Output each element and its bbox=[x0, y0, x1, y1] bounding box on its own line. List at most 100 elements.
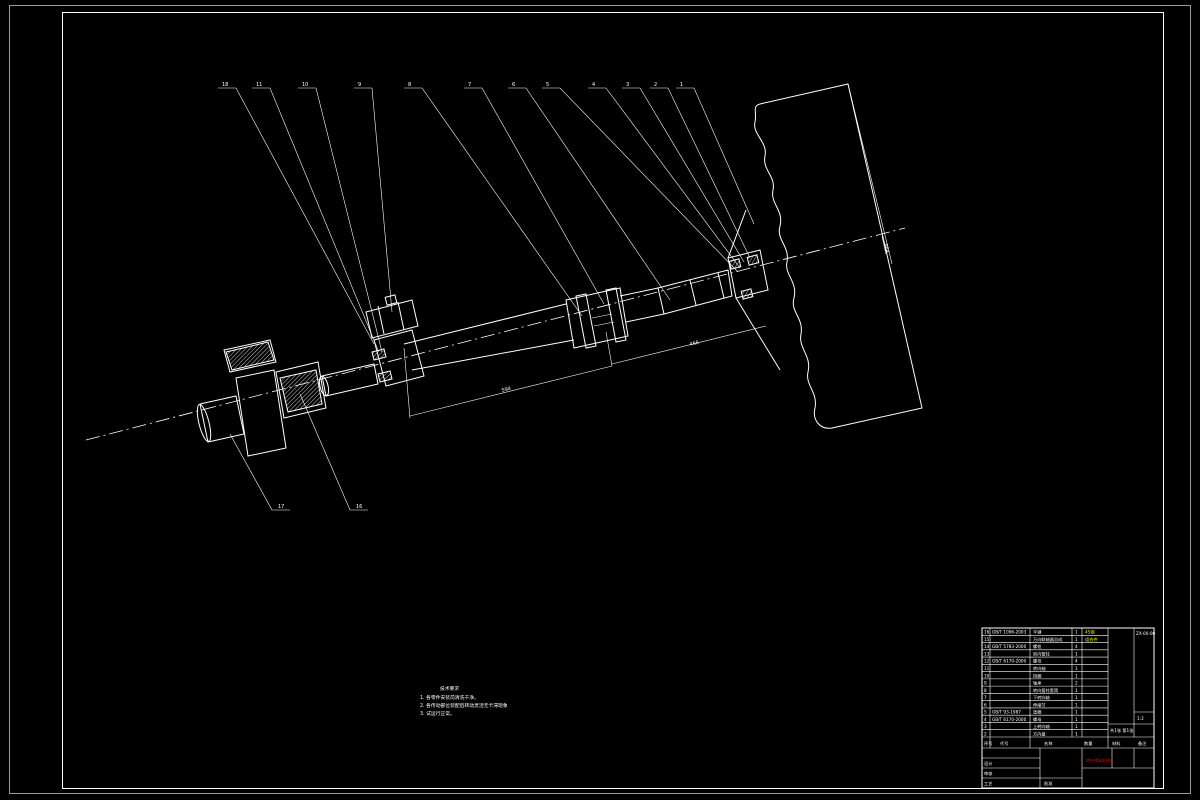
bom-cell-qty: 1 bbox=[1075, 710, 1078, 715]
header-col-4: 材料 bbox=[1112, 740, 1121, 747]
sign-row-3: 批准 bbox=[1044, 780, 1052, 787]
bom-cell-name: 转向管柱 bbox=[1033, 650, 1051, 657]
bom-cell-name: 伸缩节 bbox=[1033, 701, 1046, 708]
bom-cell-no: 5 bbox=[984, 710, 987, 715]
dim-label-1: 466 bbox=[689, 340, 700, 348]
note-1: 1. 各零件安装前清洗干净。 bbox=[420, 694, 479, 701]
bom-cell-no: 3 bbox=[984, 724, 987, 729]
bom-cell-no: 10 bbox=[984, 673, 990, 678]
bom-cell-qty: 1 bbox=[1075, 630, 1078, 635]
bom-cell-no: 9 bbox=[984, 681, 987, 686]
bom-cell-qty: 4 bbox=[1075, 644, 1078, 649]
dim-label-2: 984 bbox=[882, 243, 890, 254]
bom-cell-no: 8 bbox=[984, 688, 987, 693]
bom-cell-name: 平键 bbox=[1033, 629, 1042, 636]
part-label-6: 6 bbox=[512, 82, 515, 88]
bom-cell-qty: 1 bbox=[1075, 651, 1078, 656]
part-label-7: 7 bbox=[468, 82, 471, 88]
bom-cell-qty: 1 bbox=[1075, 731, 1078, 736]
part-label-3: 3 bbox=[626, 82, 629, 88]
technical-notes: 技术要求 1. 各零件安装前清洗干净。 2. 各传动部位装配后转动灵活无卡滞现象… bbox=[420, 685, 508, 717]
part-label-9: 9 bbox=[358, 82, 361, 88]
universal-joint bbox=[196, 339, 327, 457]
bom-cell-material: 组合件 bbox=[1085, 636, 1098, 643]
part-label-4: 4 bbox=[592, 82, 595, 88]
bom-cell-name: 转向轴 bbox=[1033, 665, 1046, 672]
bom-cell-qty: 1 bbox=[1075, 637, 1078, 642]
bom-cell-name: 轴承 bbox=[1033, 680, 1042, 687]
bom-cell-name: 螺母 bbox=[1033, 716, 1041, 723]
bom-cell-name: 上转向轴 bbox=[1033, 723, 1050, 730]
bom-cell-qty: 1 bbox=[1075, 695, 1078, 700]
sign-row-0: 设计 bbox=[984, 760, 992, 767]
steering-wheel bbox=[754, 83, 923, 429]
sign-row-1: 审核 bbox=[984, 770, 993, 777]
part-label-8: 8 bbox=[408, 82, 411, 88]
note-2: 2. 各传动部位装配后转动灵活无卡滞现象 bbox=[420, 702, 508, 709]
part-label-17: 17 bbox=[278, 504, 284, 510]
part-label-10: 10 bbox=[302, 82, 308, 88]
bom-cell-code: GB/T 5783-2000 bbox=[992, 644, 1027, 649]
bom-cell-code: GB/T 1096-2003 bbox=[992, 630, 1027, 635]
outer-frame bbox=[9, 5, 1191, 794]
column-shaft bbox=[365, 294, 575, 387]
bom-cell-no: 7 bbox=[984, 695, 987, 700]
title-sheet: 共1张 第1张 bbox=[1110, 727, 1134, 734]
lower-shaft bbox=[318, 363, 379, 397]
bom-cell-name: 下转向轴 bbox=[1033, 694, 1050, 701]
upper-shaft bbox=[619, 269, 733, 323]
bom-cell-name: 螺栓 bbox=[1033, 643, 1042, 650]
bom-cell-no: 16 bbox=[984, 630, 990, 635]
bom-cell-no: 11 bbox=[984, 666, 990, 671]
inner-frame bbox=[62, 12, 1164, 789]
title-block: 序号 代号 名称 数量 材料 备注 转向操纵机构 1:2 共1张 第1张 ZX-… bbox=[981, 627, 1156, 789]
title-drawing-name: 转向操纵机构 bbox=[1086, 757, 1111, 764]
bom-cell-no: 12 bbox=[984, 659, 990, 664]
bom-cell-code: GB/T 6170-2000 bbox=[992, 717, 1027, 722]
bom-cell-qty: 1 bbox=[1075, 702, 1078, 707]
header-col-0: 序号 bbox=[984, 740, 992, 747]
header-col-3: 数量 bbox=[1084, 740, 1092, 747]
header-col-5: 备注 bbox=[1138, 740, 1147, 747]
bom-cell-qty: 1 bbox=[1075, 666, 1078, 671]
notes-title: 技术要求 bbox=[440, 685, 459, 692]
center-line bbox=[85, 227, 906, 441]
bom-cell-name: 挡圈 bbox=[1033, 672, 1041, 679]
header-col-1: 代号 bbox=[1000, 740, 1008, 747]
bom-cell-name: 螺母 bbox=[1033, 658, 1041, 665]
bom-cell-no: 2 bbox=[984, 731, 987, 736]
leader-lines bbox=[218, 87, 755, 511]
note-3: 3. 试运行正常。 bbox=[420, 710, 455, 717]
bom-cell-qty: 2 bbox=[1075, 681, 1078, 686]
part-label-1: 1 bbox=[680, 82, 683, 88]
sign-row-2: 工艺 bbox=[984, 781, 992, 786]
part-labels: 18 11 10 9 8 7 6 5 4 3 2 1 17 16 bbox=[222, 82, 683, 510]
dim-label-0: 594 bbox=[501, 386, 512, 394]
part-label-16: 16 bbox=[356, 504, 362, 510]
title-scale: 1:2 bbox=[1137, 716, 1144, 721]
bom-cell-qty: 4 bbox=[1075, 659, 1078, 664]
bom-cell-qty: 1 bbox=[1075, 717, 1078, 722]
header-col-2: 名称 bbox=[1044, 740, 1052, 747]
bom-cell-no: 6 bbox=[984, 702, 987, 707]
part-label-2: 2 bbox=[654, 82, 657, 88]
part-label-11: 11 bbox=[256, 82, 262, 88]
bom-cell-name: 垫圈 bbox=[1033, 709, 1041, 716]
wheel-hub bbox=[727, 209, 781, 371]
bom-cell-material: 45钢 bbox=[1085, 629, 1095, 636]
bom-cell-code: GB/T 6170-2000 bbox=[992, 659, 1027, 664]
part-label-5: 5 bbox=[546, 82, 549, 88]
dimension-lines: 594 466 984 bbox=[403, 243, 890, 419]
bom-cell-qty: 1 bbox=[1075, 688, 1078, 693]
part-label-18: 18 bbox=[222, 82, 228, 88]
title-drawing-no: ZX-00-00 bbox=[1136, 631, 1156, 636]
bom-cell-name: 转向管柱套筒 bbox=[1033, 687, 1058, 694]
bom-cell-qty: 1 bbox=[1075, 724, 1078, 729]
bom-cell-no: 14 bbox=[984, 644, 990, 649]
bom-cell-code: GB/T 93-1987 bbox=[992, 710, 1021, 715]
bom-cell-qty: 1 bbox=[1075, 673, 1078, 678]
bom-cell-name: 方向盘 bbox=[1033, 730, 1046, 737]
bom-cell-no: 15 bbox=[984, 637, 990, 642]
telescopic-joint bbox=[565, 287, 629, 349]
